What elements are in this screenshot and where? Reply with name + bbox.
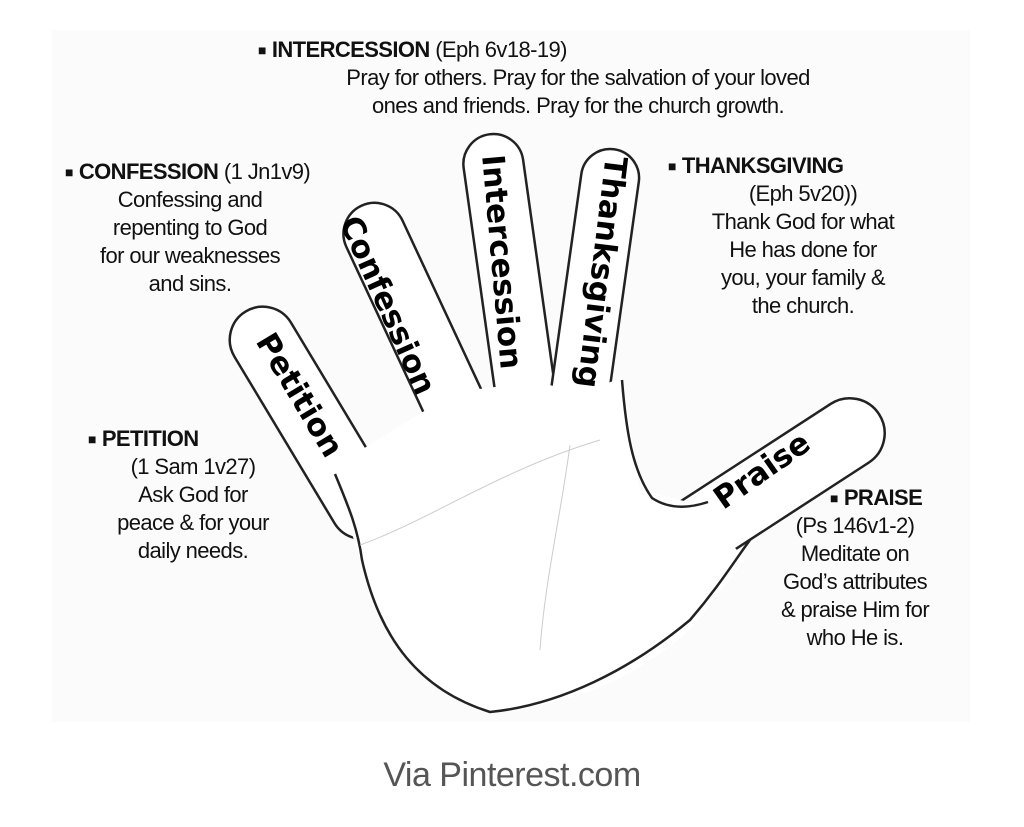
palm (332, 378, 745, 712)
annotation-line: repenting to God (112, 215, 268, 240)
scripture-ref: (1 Jn1v9) (223, 159, 311, 184)
annotation-line: you, your family & (720, 265, 886, 290)
scripture-ref: (Ps 146v1-2) (795, 513, 915, 538)
annotation-title: INTERCESSION (271, 37, 430, 62)
bullet-icon: ■ (258, 42, 266, 58)
annotation-praise: ■ PRAISE (Ps 146v1-2) Meditate on God’s a… (781, 484, 930, 650)
scripture-ref: (Eph 5v20)) (748, 181, 858, 206)
image-caption: Via Pinterest.com (383, 756, 641, 794)
annotation-line: ones and friends. Pray for the church gr… (371, 93, 785, 118)
bullet-icon: ■ (830, 490, 838, 506)
annotation-line: the church. (751, 293, 855, 318)
scripture-ref: (1 Sam 1v27) (130, 454, 256, 479)
annotation-line: and sins. (148, 271, 232, 296)
bullet-icon: ■ (88, 431, 96, 447)
annotation-line: Ask God for (138, 482, 248, 507)
annotation-line: Confessing and (117, 187, 263, 212)
palm-outline-right (620, 379, 709, 508)
annotation-title: PRAISE (843, 485, 923, 510)
annotation-title: THANKSGIVING (681, 153, 844, 178)
palm-crease (539, 444, 571, 651)
annotation-line: Pray for others. Pray for the salvation … (346, 65, 810, 90)
bullet-icon: ■ (668, 158, 676, 174)
annotation-thanksgiving: ■ THANKSGIVING (Eph 5v20)) Thank God for … (668, 152, 895, 318)
annotation-intercession: ■ INTERCESSION (Eph 6v18-19) Pray for oth… (258, 36, 810, 118)
annotation-line: peace & for your (117, 510, 269, 535)
palm-crease (359, 439, 601, 546)
bullet-icon: ■ (65, 164, 73, 180)
palm-outline (333, 473, 752, 714)
annotation-line: God’s attributes (782, 569, 928, 594)
annotation-line: daily needs. (137, 538, 249, 563)
annotation-line: He has done for (729, 237, 877, 262)
annotation-confession: ■ CONFESSION (1 Jn1v9) Confessing and rep… (65, 158, 311, 296)
annotation-line: for our weaknesses (100, 243, 281, 268)
scripture-ref: (Eph 6v18-19) (435, 37, 567, 62)
annotation-title: PETITION (101, 426, 199, 451)
annotation-line: & praise Him for (780, 597, 930, 622)
annotation-title: CONFESSION (78, 159, 219, 184)
annotation-line: who He is. (806, 625, 904, 650)
annotation-line: Thank God for what (711, 209, 895, 234)
annotation-petition: ■ PETITION (1 Sam 1v27) Ask God for peace… (88, 425, 270, 563)
annotation-line: Meditate on (800, 541, 910, 566)
